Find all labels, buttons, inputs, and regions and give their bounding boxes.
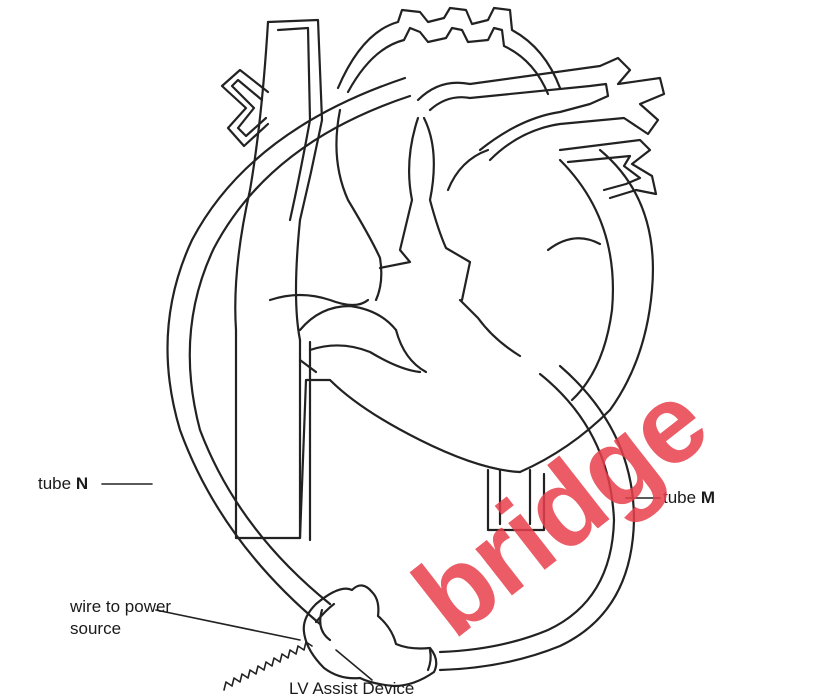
pulmonary-trunk bbox=[418, 58, 664, 160]
tube-n bbox=[168, 78, 411, 624]
pulmonary-veins bbox=[560, 140, 656, 198]
superior-vena-cava bbox=[235, 20, 322, 340]
descending-aorta bbox=[300, 342, 316, 540]
lv-assist-device bbox=[304, 585, 437, 686]
aortic-arch bbox=[338, 8, 560, 94]
wire-label-line2: source bbox=[70, 620, 121, 637]
wire-leader bbox=[156, 610, 300, 640]
device-label: LV Assist Device bbox=[289, 680, 414, 697]
heart-chambers bbox=[270, 110, 600, 372]
wire-label-line1: wire to power bbox=[70, 598, 171, 615]
tube-n-label: tube N bbox=[38, 475, 88, 492]
